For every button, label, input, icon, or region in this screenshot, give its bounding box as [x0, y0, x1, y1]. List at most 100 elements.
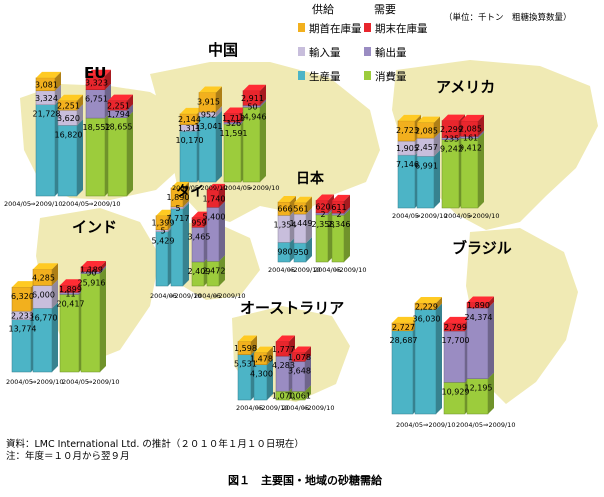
region-1-demand-2009/10-consumption-side [260, 101, 266, 182]
legend-label-opening-stock: 期首在庫量 [309, 22, 362, 35]
region-7-column-1-top [415, 297, 442, 304]
legend-swatch-import [298, 47, 305, 56]
region-3-column-3-top [332, 194, 350, 201]
legend-swatch-consumption [364, 71, 371, 80]
region-7-supply-2009/10-opening_stock-value: 2,229 [415, 302, 438, 311]
region-4-supply-2009/10-import-side [183, 200, 189, 209]
region-1-supply-2009/10-opening_stock-side [216, 86, 222, 113]
region-7-title: ブラジル [452, 239, 512, 257]
region-1-demand-2009/10-consumption-value: 14,946 [239, 112, 267, 121]
region-0-supply-2004/05-opening_stock-value: 3,081 [35, 80, 58, 89]
region-2-supply-2004/05-production-value: 7,146 [396, 160, 419, 169]
region-1-column-0-top [180, 107, 203, 114]
region-2-period-label-1: ⇒2009/10 [415, 212, 447, 220]
region-3-title: 日本 [296, 170, 325, 187]
region-7-supply-2009/10-production-bar [414, 309, 437, 415]
region-4-column-2-top [192, 211, 210, 218]
region-4-period-label-2: 2004/05 [194, 292, 221, 300]
region-5-period-label-3: ⇒2009/10 [87, 378, 119, 386]
region-5-column-0-top [12, 281, 37, 288]
region-1-supply-2009/10-import-side [216, 106, 222, 117]
region-3-demand-2009/10-consumption-value: 2,346 [328, 220, 351, 229]
bars-layer [11, 69, 494, 415]
figure-caption: 図１ 主要国・地域の砂糖需給 [228, 473, 383, 487]
region-0-demand-2004/05-closing_stock-side [105, 69, 111, 90]
region-2-column-0-top [398, 114, 421, 121]
region-4-demand-2009/10-closing_stock-value: 1,740 [203, 195, 226, 204]
region-5-supply-2009/10-opening_stock-value: 4,285 [32, 273, 55, 282]
region-5-supply-2009/10-opening_stock-side [52, 263, 58, 286]
region-2-demand-2009/10-consumption-side [478, 132, 484, 208]
region-4-title: タイ [176, 184, 204, 200]
legend-swatch-closing-stock [364, 23, 371, 32]
region-2-demand-2004/05-consumption-value: 9,242 [440, 145, 463, 154]
region-0-supply-2009/10-production-value: 16,820 [55, 130, 83, 139]
region-7-period-label-1: ⇒2009/10 [423, 421, 455, 429]
region-1-period-label-2: 2004/05 [224, 184, 251, 192]
region-5-supply-2009/10-production-side [52, 302, 58, 372]
region-1-column-2-top [224, 107, 247, 114]
region-1-demand-2009/10-export-value: 50 [247, 102, 257, 111]
region-0-supply-2009/10-opening_stock-side [77, 94, 83, 111]
region-3-period-label-3: ⇒2009/10 [334, 266, 366, 274]
region-5-column-3-top [81, 261, 106, 268]
region-5-demand-2004/05-export-value: 11 [65, 289, 75, 298]
region-4-supply-2009/10-production-value: 7,717 [167, 214, 190, 223]
region-5-supply-2009/10-import-side [52, 279, 58, 309]
region-5-demand-2009/10-closing_stock-value: 1,189 [80, 265, 103, 274]
region-3-supply-2009/10-production-value: 950 [293, 248, 308, 257]
region-6-supply-2004/05-opening_stock-side [251, 335, 257, 355]
region-0-demand-2004/05-export-value: 6,751 [85, 95, 108, 104]
region-7-column-3-top [467, 296, 494, 303]
region-2-supply-2009/10-import-value: 2,457 [415, 143, 438, 152]
region-7-period-label-2: 2004/05 [456, 421, 483, 429]
legend-swatch-opening-stock [298, 23, 305, 32]
legend-label-closing-stock: 期末在庫量 [375, 22, 428, 35]
region-2-demand-2004/05-export-value: 235 [444, 135, 459, 144]
region-1-supply-2004/05-production-value: 10,170 [176, 136, 204, 145]
region-6-demand-2009/10-closing_stock-side [305, 346, 311, 362]
region-7-supply-2009/10-production-side [436, 303, 442, 414]
region-7-demand-2004/05-consumption-value: 10,929 [442, 387, 470, 396]
region-6-supply-2004/05-opening_stock-value: 1,598 [234, 344, 257, 353]
region-0-demand-2009/10-consumption-side [127, 111, 133, 196]
region-2-demand-2004/05-closing_stock-value: 2,299 [440, 125, 463, 134]
region-0-supply-2009/10-import-value: 3,620 [57, 114, 80, 123]
region-2-demand-2009/10-closing_stock-side [478, 114, 484, 137]
region-4-column-3-top [207, 183, 225, 190]
region-2-supply-2009/10-production-value: 6,991 [415, 161, 438, 170]
region-3-demand-2004/05-closing_stock-value: 620 [315, 203, 330, 212]
region-1-period-label-1: ⇒2009/10 [195, 184, 227, 192]
region-3-period-label-1: ⇒2009/10 [288, 266, 320, 274]
region-4-supply-2004/05-production-value: 5,429 [152, 237, 175, 246]
region-0-column-0-top [36, 71, 61, 78]
region-1-demand-2009/10-closing_stock-value: 2,911 [241, 94, 264, 103]
region-3-demand-2004/05-consumption-value: 2,358 [312, 220, 335, 229]
region-7-period-label-0: 2004/05 [396, 421, 423, 429]
region-2-supply-2009/10-opening_stock-side [434, 116, 440, 139]
region-4-demand-2004/05-export-value: 3,465 [188, 232, 211, 241]
region-1-supply-2009/10-opening_stock-value: 3,915 [197, 97, 220, 106]
region-0-demand-2009/10-consumption-value: 18,655 [105, 123, 133, 132]
region-6-demand-2004/05-closing_stock-side [289, 335, 295, 357]
region-3-demand-2009/10-closing_stock-side [344, 194, 350, 214]
region-4-demand-2004/05-consumption-value: 2,409 [188, 267, 211, 276]
region-6-demand-2004/05-export-value: 4,283 [272, 361, 295, 370]
region-0-column-2-top [86, 69, 111, 76]
region-4-demand-2009/10-closing_stock-side [219, 183, 225, 208]
region-1-demand-2009/10-export-side [260, 99, 266, 108]
region-4-demand-2009/10-export-value: 5,400 [203, 212, 226, 221]
region-3-supply-2009/10-opening_stock-side [306, 196, 312, 215]
region-6-column-1-top [254, 346, 273, 353]
region-4-supply-2009/10-production-side [183, 202, 189, 286]
region-6-demand-2009/10-consumption-value: 1,061 [288, 392, 311, 401]
period-note: 注：年度＝１０月から翌９月 [6, 450, 130, 462]
region-4-demand-2009/10-export-side [219, 201, 225, 262]
region-3-supply-2009/10-import-side [306, 208, 312, 243]
region-3-supply-2009/10-opening_stock-value: 561 [293, 204, 308, 213]
region-0-period-label-3: ⇒2009/10 [88, 200, 120, 208]
region-7-demand-2009/10-export-value: 24,374 [465, 313, 493, 322]
region-5-column-2-top [60, 279, 85, 286]
region-6-period-label-0: 2004/05 [236, 404, 263, 412]
